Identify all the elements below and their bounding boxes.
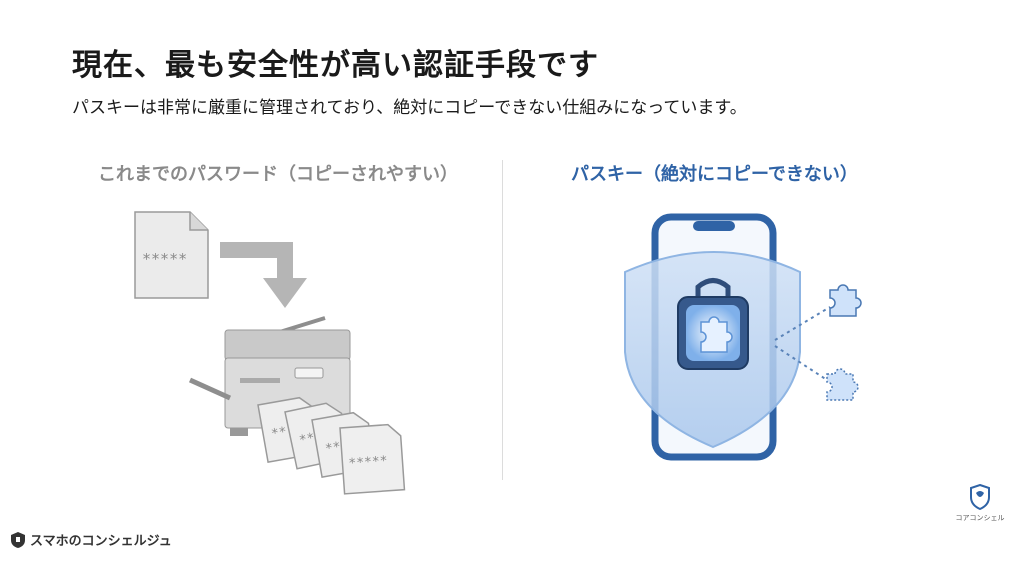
passkey-illustration xyxy=(615,212,875,466)
arrow-down-icon xyxy=(220,242,307,308)
copy-mask-2: ** xyxy=(298,431,316,449)
footer-brand-right-text: コアコンシェル xyxy=(955,514,1005,522)
brand-logo-icon xyxy=(970,484,990,510)
footer-brand-left: スマホのコンシェルジュ xyxy=(10,530,172,549)
copy-mask-3: ** xyxy=(324,440,342,457)
slide-subtitle: パスキーは非常に厳重に管理されており、絶対にコピーできない仕組みになっています。 xyxy=(72,98,747,118)
password-copy-illustration: ***** ** ** xyxy=(130,200,410,504)
copy-mask-1: ** xyxy=(270,425,288,442)
connection-lines xyxy=(774,306,831,381)
document-icon: ***** xyxy=(134,211,209,299)
left-panel-heading: これまでのパスワード（コピーされやすい） xyxy=(98,164,458,185)
document-mask: ***** xyxy=(142,250,187,268)
panel-divider xyxy=(502,160,503,480)
slide-title: 現在、最も安全性が高い認証手段です xyxy=(72,48,599,83)
copied-documents: ** ** ** ***** xyxy=(257,396,406,495)
copy-mask-4: ***** xyxy=(348,454,388,472)
footer-brand-right: コアコンシェル xyxy=(950,484,1010,523)
lock-icon xyxy=(677,278,749,370)
puzzle-icon xyxy=(826,284,862,401)
brand-shield-icon xyxy=(11,531,25,548)
footer-brand-left-text: スマホのコンシェルジュ xyxy=(30,534,172,549)
right-panel-heading: パスキー（絶対にコピーできない） xyxy=(571,164,858,185)
